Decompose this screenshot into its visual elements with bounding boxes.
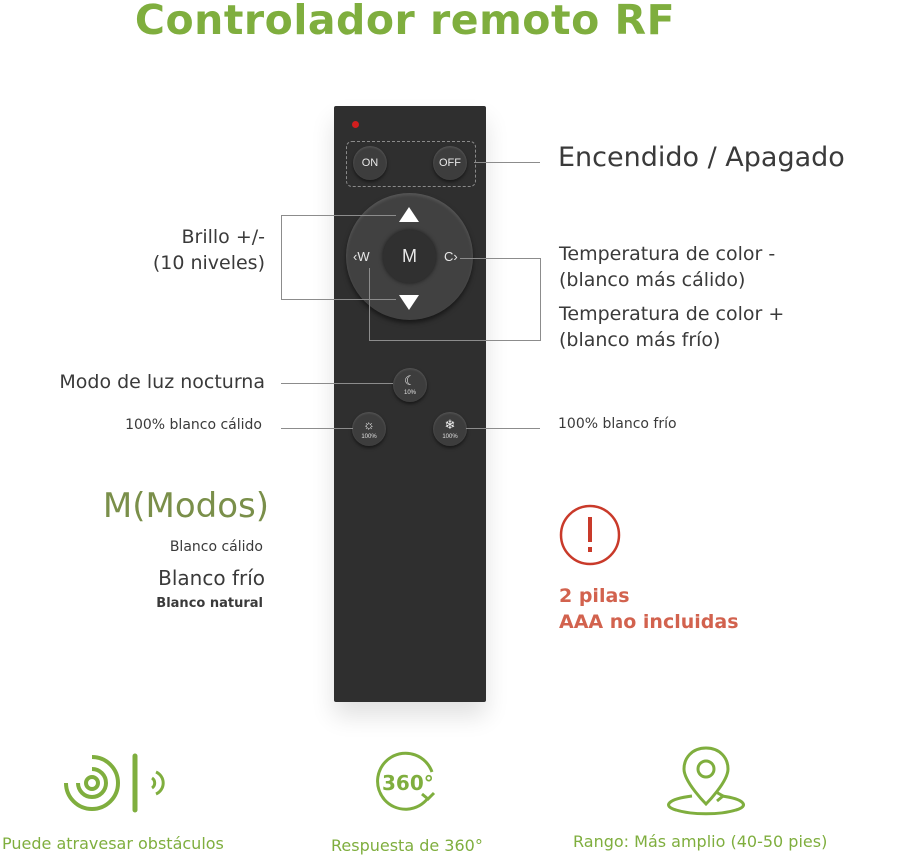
night-connector-line <box>281 383 393 384</box>
brightness-connector-top <box>281 215 396 216</box>
chevron-left-icon: ‹ <box>353 249 358 264</box>
mode-button[interactable]: M <box>383 230 436 283</box>
signal-through-wall-icon <box>64 753 165 813</box>
arrow-down-icon <box>399 295 419 310</box>
on-button[interactable]: ON <box>353 146 387 180</box>
location-pin-icon <box>667 746 746 816</box>
brightness-callout-line1: Brillo +/- <box>181 226 265 248</box>
snowflake-icon: ❄ <box>444 417 456 432</box>
brightness-down-button[interactable] <box>398 293 420 311</box>
temp-plus-line1: Temperatura de color + <box>559 303 785 325</box>
off-button-label: OFF <box>439 157 461 169</box>
indicator-led <box>352 121 359 128</box>
temp-plus-callout: Temperatura de color + (blanco más frío) <box>559 301 784 353</box>
power-callout: Encendido / Apagado <box>558 142 845 173</box>
cold-white-callout: 100% blanco frío <box>558 416 677 432</box>
night-mode-button[interactable]: ☾ 10% <box>393 368 427 402</box>
modes-title: M(Modos) <box>102 486 269 526</box>
brightness-up-button[interactable] <box>398 206 420 224</box>
cold-temp-label: C <box>444 249 454 264</box>
temp-connector-top <box>460 258 540 259</box>
temp-minus-line1: Temperatura de color - <box>559 243 776 265</box>
battery-warning-line1: 2 pilas <box>559 585 630 607</box>
warm-temp-button[interactable]: ‹W <box>353 249 370 264</box>
warm-temp-label: W <box>357 249 370 264</box>
night-mode-level: 10% <box>403 390 416 396</box>
temp-connector-left <box>369 268 370 341</box>
mode-item: Blanco frío <box>158 566 265 590</box>
rotation-360-icon: 360° <box>376 751 436 811</box>
feature-label: Rango: Más amplio (40-50 pies) <box>573 832 828 851</box>
cold-connector-line <box>466 428 540 429</box>
brightness-connector-bottom <box>281 299 396 300</box>
warm-white-callout: 100% blanco cálido <box>125 417 262 433</box>
moon-icon: ☾ <box>404 373 416 388</box>
temp-minus-callout: Temperatura de color - (blanco más cálid… <box>559 241 775 293</box>
brightness-connector-line <box>281 215 282 300</box>
warm-connector-line <box>281 428 353 429</box>
temp-minus-line2: (blanco más cálido) <box>559 269 746 291</box>
mode-item: Blanco cálido <box>169 539 263 555</box>
cold-white-level: 100% <box>442 434 458 440</box>
temp-plus-line2: (blanco más frío) <box>559 329 721 351</box>
warm-white-level: 100% <box>361 434 377 440</box>
brightness-callout: Brillo +/- (10 niveles) <box>153 224 265 276</box>
warning-icon <box>559 504 621 566</box>
feature-label: Puede atravesar obstáculos <box>2 834 224 853</box>
warm-white-button[interactable]: ☼ 100% <box>352 412 386 446</box>
temp-connector-vertical <box>540 258 541 341</box>
off-button[interactable]: OFF <box>433 146 467 180</box>
mode-button-label: M <box>402 246 417 266</box>
cold-white-button[interactable]: ❄ 100% <box>433 412 467 446</box>
brightness-callout-line2: (10 niveles) <box>152 252 265 274</box>
chevron-right-icon: › <box>453 249 458 264</box>
page-title: Controlador remoto RF <box>134 0 676 44</box>
power-buttons-group <box>346 141 476 187</box>
sun-icon: ☼ <box>363 417 375 432</box>
arrow-up-icon <box>399 207 419 222</box>
power-connector-line <box>474 162 540 163</box>
on-button-label: ON <box>361 157 379 169</box>
feature-label: Respuesta de 360° <box>331 836 483 855</box>
badge-360: 360° <box>382 771 434 795</box>
mode-item: Blanco natural <box>156 596 263 611</box>
battery-warning-line2: AAA no incluidas <box>559 611 739 633</box>
temp-connector-bottom <box>369 340 541 341</box>
cold-temp-button[interactable]: C› <box>444 249 458 264</box>
battery-warning: 2 pilas AAA no incluidas <box>559 583 739 635</box>
night-mode-callout: Modo de luz nocturna <box>59 371 265 393</box>
